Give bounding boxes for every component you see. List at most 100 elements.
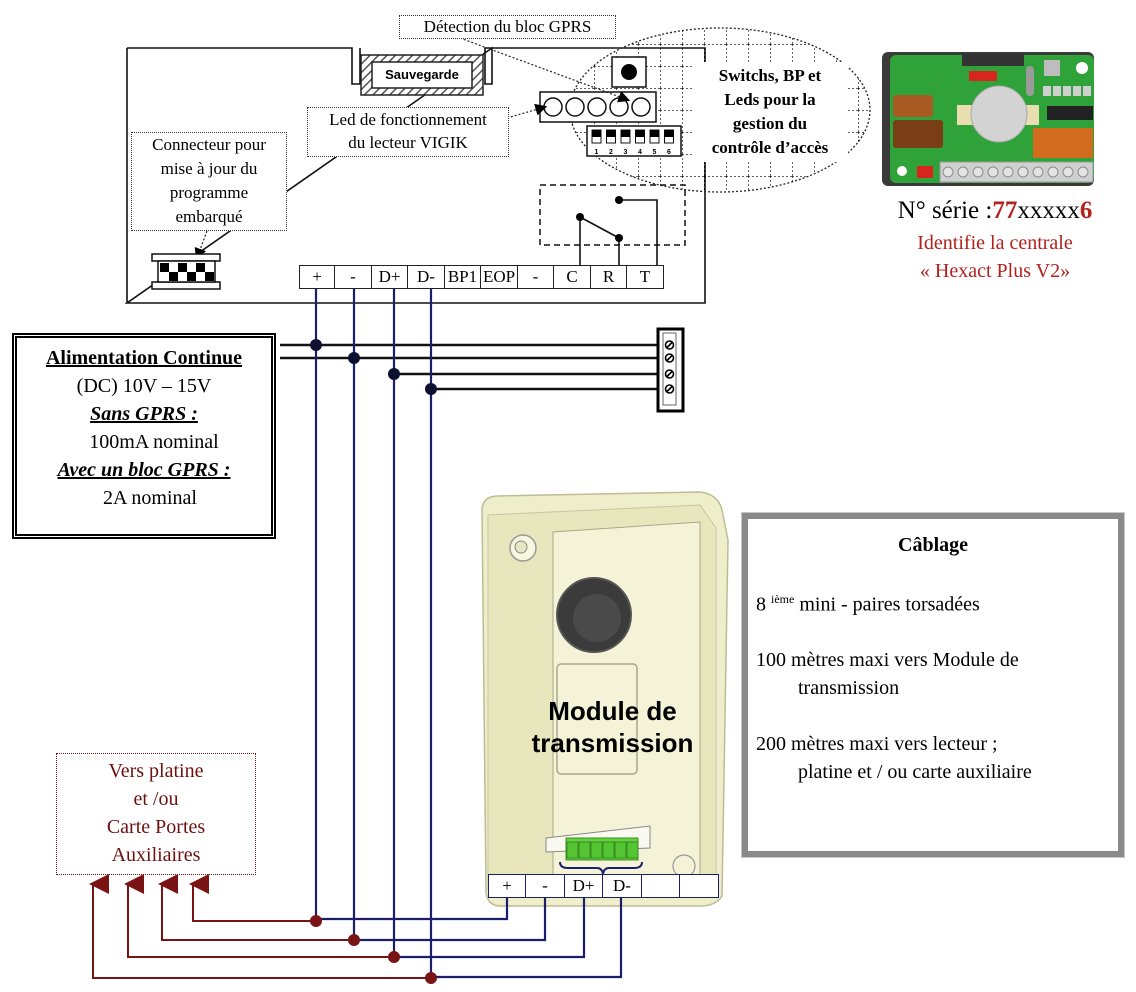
module-terminal-block: + - D+ D- <box>487 874 719 898</box>
backup-label: Sauvegarde <box>385 67 459 82</box>
connector-pin <box>160 263 169 272</box>
serial-start: 77 <box>992 197 1018 224</box>
cabling-line1: 8 ième mini - paires torsadées <box>748 585 1118 619</box>
pcb-led <box>1083 86 1091 96</box>
cabling-line1-num: 8 <box>756 593 766 616</box>
led-icon <box>565 97 585 117</box>
led-arrow <box>506 103 548 119</box>
pcb-screw <box>1062 166 1074 178</box>
connector-pin <box>187 272 196 281</box>
dip-switch-number: 5 <box>653 149 657 156</box>
led-label-line1: Led de fonctionnement <box>329 110 487 129</box>
pcb-screw <box>1032 166 1044 178</box>
dip-switch-knob <box>621 130 630 137</box>
power-with-gprs-value: 2A nominal <box>103 487 197 509</box>
dip-switch-knob <box>635 130 645 137</box>
connector-arrow <box>194 230 208 261</box>
product-identity-line2: « Hexact Plus V2» <box>919 260 1071 282</box>
led-icon <box>609 97 629 117</box>
screw-slot <box>665 341 674 349</box>
led-icon <box>543 97 563 117</box>
screw-slot <box>665 370 674 378</box>
dip-switch-number: 6 <box>667 149 671 156</box>
dip-switch-knob <box>606 130 616 137</box>
module-terminal <box>679 874 719 898</box>
connector-pin <box>169 272 178 281</box>
cabling-line3-text: mètres maxi vers lecteur ; <box>791 732 998 755</box>
pcb-screw <box>987 166 999 178</box>
module-terminal: D- <box>602 874 642 898</box>
module-green-terminal <box>578 841 591 859</box>
power-supply-box: Alimentation Continue (DC) 10V – 15V San… <box>12 333 276 539</box>
switch-zone-label-line: contrôle d’accès <box>711 138 829 157</box>
cabling-line2: 100 mètres maxi vers Module de <box>748 646 1118 674</box>
dip-switch-knob <box>592 130 601 137</box>
screw-slot <box>665 385 674 393</box>
dip-switch-number: 3 <box>624 149 628 156</box>
cabling-line1-sup: ième <box>771 592 795 606</box>
aux-label-line: et /ou <box>133 788 179 810</box>
board-terminal: C <box>553 265 591 289</box>
module-label-line1: Module de <box>548 696 677 726</box>
dip-switch-number: 2 <box>609 149 613 156</box>
serial-end: 6 <box>1079 197 1093 224</box>
power-voltage: (DC) 10V – 15V <box>76 375 212 397</box>
serial-number: N° série :77xxxxx6 <box>860 196 1130 226</box>
pcb-screw <box>1002 166 1014 178</box>
pcb-screw <box>1077 166 1089 178</box>
dip-switch-knob <box>664 130 674 137</box>
aux-label-line: Carte Portes <box>106 816 206 838</box>
board-terminal: - <box>516 265 555 289</box>
switch-zone-label-line: gestion du <box>732 114 808 133</box>
switch-zone-label-line: Switchs, BP et <box>718 66 822 85</box>
power-title: Alimentation Continue <box>45 347 243 369</box>
board-terminal-block: + - D+ D- BP1 EOP - C R T <box>298 265 664 289</box>
connector-label-line: Connecteur pour <box>152 135 266 154</box>
module-terminal: D+ <box>563 874 604 898</box>
gprs-detect-arrow <box>459 37 631 103</box>
module-terminal: - <box>525 874 565 898</box>
board-terminal: T <box>626 265 664 289</box>
pcb-led <box>1063 86 1071 96</box>
pcb-led <box>1043 86 1051 96</box>
aux-label-line: Vers platine <box>108 760 204 782</box>
switch-zone-label: Switchs, BP et Leds pour la gestion du c… <box>692 64 848 160</box>
serial-middle: xxxxx <box>1017 197 1080 224</box>
power-with-gprs-label: Avec un bloc GPRS : <box>57 459 231 481</box>
connector-label-line: programme <box>169 183 249 202</box>
module-green-terminal <box>566 841 579 859</box>
cabling-line2-num: 100 <box>756 648 786 671</box>
connector-pin <box>205 272 214 281</box>
screw-slot <box>665 354 674 362</box>
pcb-screw <box>972 166 984 178</box>
connector-label-line: embarqué <box>175 207 243 226</box>
pcb-screw <box>1017 166 1029 178</box>
connector-pin <box>178 263 187 272</box>
pcb-screw <box>957 166 969 178</box>
power-no-gprs-label: Sans GPRS : <box>90 403 198 425</box>
led-label-line2: du lecteur VIGIK <box>348 133 468 152</box>
cabling-line2-cont: transmission <box>798 676 900 699</box>
board-terminal: BP1 <box>443 265 482 289</box>
module-green-terminal <box>602 841 615 859</box>
aux-label: Vers platine et /ou Carte Portes Auxilia… <box>56 753 256 875</box>
pcb-led <box>1073 86 1081 96</box>
programming-connector <box>151 253 221 290</box>
board-terminal: R <box>589 265 628 289</box>
gprs-detection-label: Détection du bloc GPRS <box>399 15 616 39</box>
cabling-line3: 200 mètres maxi vers lecteur ; <box>748 730 1118 758</box>
serial-prefix: N° série : <box>897 197 993 224</box>
module-green-terminal <box>614 841 627 859</box>
board-terminal: - <box>334 265 372 289</box>
cabling-title: Câblage <box>898 534 968 556</box>
module-terminal <box>640 874 681 898</box>
connector-pin <box>196 263 205 272</box>
module-label-line2: transmission <box>531 728 694 758</box>
aux-label-line: Auxiliaires <box>111 844 201 866</box>
module-terminal: + <box>487 874 527 898</box>
product-identity: Identifie la centrale « Hexact Plus V2» <box>860 229 1130 285</box>
connector-label-line: mise à jour du <box>160 159 258 178</box>
board-terminal: D+ <box>370 265 409 289</box>
board-terminal: + <box>298 265 336 289</box>
